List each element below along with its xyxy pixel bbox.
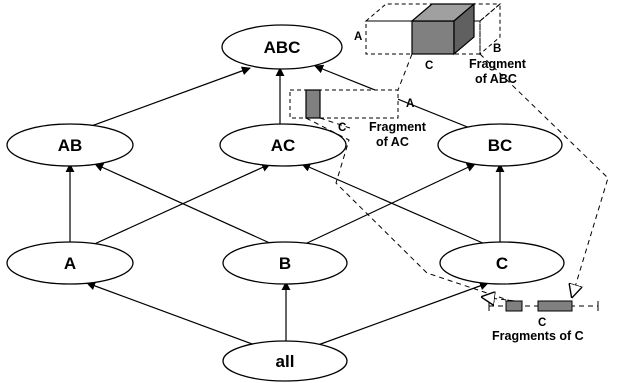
projection-abc-to-ac (397, 53, 413, 91)
fragment-ac-axis-a: A (406, 98, 414, 110)
node-bc-label: BC (488, 136, 513, 155)
node-c-label: C (496, 254, 508, 273)
fragment-ac-block (305, 89, 321, 119)
node-a-label: A (64, 254, 76, 273)
edge-b-bc (304, 163, 476, 245)
fragment-abc-axis-c: C (425, 60, 433, 72)
fragment-c-block-1 (505, 300, 523, 312)
node-abc-label: ABC (264, 38, 301, 57)
edge-all-a (86, 281, 256, 346)
fragment-c-block-2 (537, 300, 573, 312)
node-ac: AC (219, 123, 347, 167)
node-ab-label: AB (58, 136, 83, 155)
node-c: C (439, 241, 565, 285)
node-all: all (222, 340, 348, 382)
fragment-abc-block (410, 2, 476, 56)
fragment-abc: A B C Fragment of ABC (354, 2, 527, 86)
node-a: A (6, 241, 134, 285)
fragment-ac: A C Fragment of AC (289, 89, 427, 149)
fragment-ac-axis-c: C (338, 122, 346, 134)
node-abc: ABC (221, 24, 343, 70)
fragment-ac-caption-2: of AC (376, 135, 409, 149)
edge-c-ac (301, 163, 486, 245)
projection-c-pointer (482, 297, 516, 301)
fragment-c-caption: Fragments of C (492, 329, 584, 343)
node-b: B (222, 241, 348, 285)
projection-paths (305, 53, 609, 302)
edge-all-c (317, 281, 489, 346)
lattice-edges (65, 64, 505, 346)
fragment-c: C Fragments of C (488, 300, 599, 343)
node-bc: BC (437, 123, 563, 167)
projection-abc-to-c (479, 53, 609, 297)
node-ac-label: AC (271, 136, 296, 155)
edge-b-ab (94, 163, 273, 245)
fragment-c-axis-c: C (538, 317, 546, 329)
lattice-nodes: ABC AB AC BC A B C all (6, 24, 565, 382)
fragment-abc-axis-b: B (493, 43, 501, 55)
node-b-label: B (279, 254, 291, 273)
edge-a-ac (89, 163, 271, 247)
fragment-ac-caption-1: Fragment (369, 120, 427, 134)
fragment-abc-caption-2: of ABC (475, 72, 517, 86)
node-ab: AB (6, 123, 134, 167)
node-all-label: all (276, 352, 295, 371)
projection-ac-to-c-left (305, 117, 512, 302)
fragment-abc-axis-a: A (354, 31, 362, 43)
edge-ab-abc (85, 66, 251, 129)
fragment-abc-caption-1: Fragment (469, 57, 527, 71)
